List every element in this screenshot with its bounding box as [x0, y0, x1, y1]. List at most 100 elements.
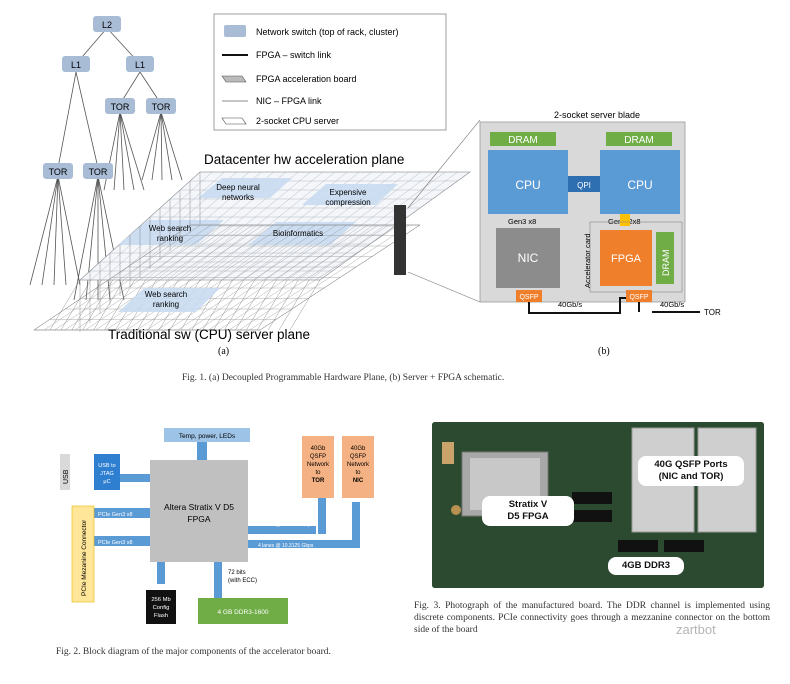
fig1-caption: Fig. 1. (a) Decoupled Programmable Hardw… — [182, 373, 505, 383]
accelerator-card-label: Accelerator card — [583, 233, 592, 288]
temp-block — [164, 428, 250, 442]
link1-label: 40Gb/s — [558, 300, 582, 309]
qsfp-tor-target: TOR — [312, 478, 325, 484]
svg-text:40Gb: 40Gb — [351, 446, 366, 452]
usb-jtag-line1: USB to — [98, 463, 115, 469]
workload-dnn-line2: networks — [222, 193, 254, 202]
workload-bio-area — [248, 222, 356, 245]
legend-fpga-link-label: FPGA – switch link — [256, 50, 332, 60]
dram-1 — [490, 132, 556, 146]
zoom-line-top — [407, 119, 481, 209]
switch-tor-4: TOR — [83, 163, 113, 179]
switch-l1-right-label: L1 — [135, 60, 145, 70]
fpga-chip — [150, 460, 248, 562]
photo-ddr-label: 4GB DDR3 — [608, 557, 684, 575]
mezzanine-connector — [71, 505, 95, 603]
temp-label: Temp, power, LEDs — [179, 433, 236, 440]
cpu-1-label: CPU — [515, 178, 540, 192]
workload-websearch2-line1: Web search — [145, 290, 188, 299]
workload-compression-line2: compression — [325, 198, 370, 207]
qsfp-nic — [516, 290, 542, 302]
svg-text:QSFP: QSFP — [310, 454, 326, 460]
qpi-link — [568, 176, 600, 192]
qpi-label: QPI — [577, 181, 591, 190]
acceleration-plane — [79, 171, 471, 281]
fpga-block — [600, 230, 652, 286]
blade-tor-label: TOR — [704, 308, 721, 317]
server-plane — [33, 172, 421, 332]
nic-block — [496, 228, 560, 288]
dram-2 — [606, 132, 672, 146]
fig2-caption: Fig. 2. Block diagram of the major compo… — [56, 647, 331, 657]
svg-text:TOR: TOR — [152, 102, 171, 112]
switch-l1-left: L1 — [62, 56, 90, 72]
nic-label: NIC — [518, 251, 539, 265]
switch-tor-1: TOR — [105, 98, 135, 114]
dram-2-label: DRAM — [624, 135, 653, 146]
dram-3-label: DRAM — [661, 250, 671, 277]
config-flash — [146, 590, 176, 624]
fpga-chip-line2: FPGA — [187, 514, 210, 524]
workload-websearch2-area — [118, 288, 220, 312]
workload-websearch-line2: ranking — [157, 234, 183, 243]
fig3-caption: Fig. 3. Photograph of the manufactured b… — [414, 601, 770, 635]
legend-board-swatch — [221, 75, 247, 83]
fig1-legend: Network switch (top of rack, cluster) FP… — [213, 13, 447, 131]
ddr3-block — [198, 598, 288, 624]
qsfp-tor-label: QSFP — [629, 294, 648, 301]
usb-label: USB — [63, 469, 70, 484]
workload-websearch2-line2: ranking — [153, 300, 179, 309]
workload-dnn-area — [198, 178, 292, 198]
svg-text:to: to — [355, 470, 361, 476]
svg-text:Network: Network — [347, 462, 370, 468]
link2-label: 40Gb/s — [660, 300, 684, 309]
lanes1-label: 4 lanes @ 10.3125 Gbps — [258, 522, 314, 528]
switch-l1-right: L1 — [126, 56, 154, 72]
subfig-a-label: (a) — [218, 346, 229, 357]
dram-1-label: DRAM — [508, 135, 537, 146]
qsfp-nic-block — [342, 436, 374, 498]
zoom-line-bottom — [407, 271, 481, 303]
cpu-1 — [488, 150, 568, 214]
fig2-diagram: Temp, power, LEDs USB USB to JTAG μC Alt… — [60, 428, 374, 624]
qsfp-nic-target: NIC — [353, 478, 364, 484]
pcie1-label: PCIe Gen3 x8 — [98, 512, 133, 518]
subfig-b-label: (b) — [598, 346, 610, 357]
workload-dnn-line1: Deep neural — [216, 183, 260, 192]
legend-board-label: FPGA acceleration board — [256, 74, 357, 84]
rack-server — [394, 205, 406, 275]
svg-text:TOR: TOR — [49, 167, 68, 177]
usb-port — [60, 454, 70, 490]
pcie2-label: PCIe Gen3 x8 — [98, 540, 133, 546]
svg-text:QSFP: QSFP — [350, 454, 366, 460]
workload-websearch-line1: Web search — [149, 224, 192, 233]
dram-3 — [656, 232, 674, 284]
qsfp-tor-block — [302, 436, 334, 498]
server-plane-title: Traditional sw (CPU) server plane — [108, 327, 310, 342]
fig2-arrows — [86, 442, 360, 598]
workload-compression-area — [302, 184, 398, 205]
svg-text:Config: Config — [153, 605, 170, 611]
qsfp-nic-label: QSFP — [519, 294, 538, 301]
svg-text:TOR: TOR — [111, 102, 130, 112]
svg-text:40Gb: 40Gb — [311, 446, 326, 452]
gen3x8-label: Gen3 x8 — [508, 217, 536, 226]
usb-jtag-line3: μC — [103, 479, 110, 485]
ecc-label: (with ECC) — [228, 578, 257, 584]
cpu-2-label: CPU — [627, 178, 652, 192]
legend-switch-swatch — [224, 25, 246, 37]
svg-text:to: to — [315, 470, 321, 476]
cpu-2 — [600, 150, 680, 214]
watermark: zartbot — [676, 622, 716, 637]
switch-l2: L2 — [93, 16, 121, 32]
legend-server-swatch — [221, 117, 247, 125]
lanes2-label: 4 lanes @ 10.3125 Gbps — [258, 543, 314, 549]
switch-l1-left-label: L1 — [71, 60, 81, 70]
svg-text:256 Mb: 256 Mb — [151, 597, 170, 603]
switch-l2-label: L2 — [102, 20, 112, 30]
fig1-diagram: L2 L1 L1 TOR TOR TOR TOR Network switch … — [29, 13, 721, 357]
blade-title: 2-socket server blade — [554, 110, 640, 120]
svg-text:Network: Network — [307, 462, 330, 468]
